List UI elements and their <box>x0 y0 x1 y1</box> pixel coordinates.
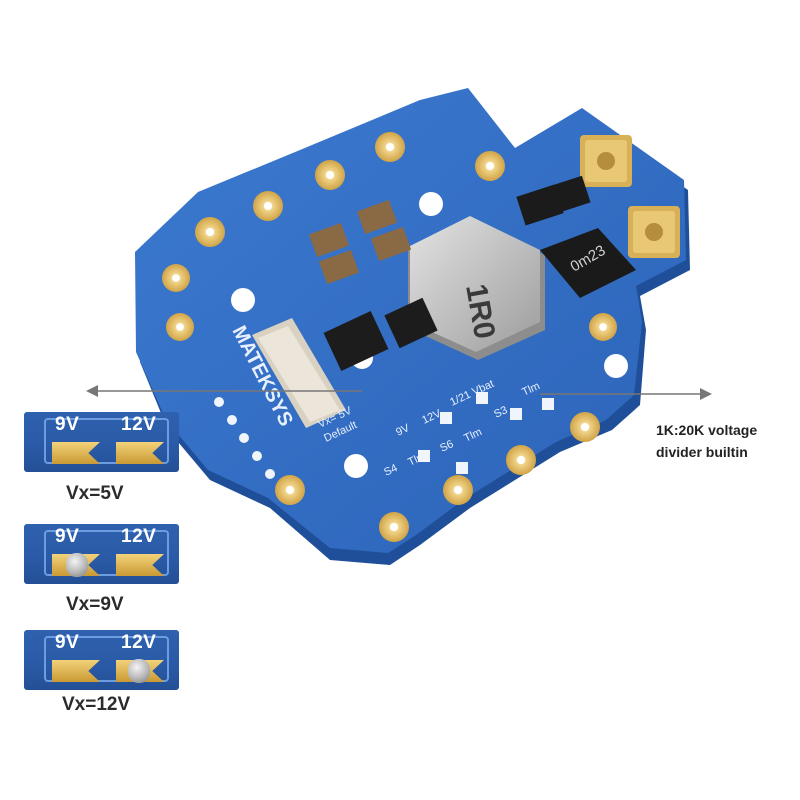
signal-pads <box>214 392 554 479</box>
jst-connector <box>252 318 346 428</box>
jumper-card-12v: 9V 12V <box>24 630 179 690</box>
svg-text:9V: 9V <box>394 422 412 439</box>
ic-chips: 0m23 <box>323 175 636 372</box>
solder-blob <box>66 553 88 577</box>
caption-vx-12v: Vx=12V <box>62 694 131 715</box>
pointer-lines <box>86 385 712 400</box>
label-9v: 9V <box>55 414 80 435</box>
capacitors <box>308 199 412 285</box>
solder-blob <box>128 659 150 683</box>
jumper-card-5v: 9V 12V <box>24 412 179 472</box>
power-pads <box>580 135 680 258</box>
svg-text:S4: S4 <box>382 462 399 479</box>
caption-vx-9v: Vx=9V <box>66 594 124 615</box>
label-12v: 12V <box>121 526 157 547</box>
solder-pads <box>162 132 617 542</box>
jumper-card-9v: 9V 12V <box>24 524 179 584</box>
annotation-line1: 1K:20K voltage <box>656 422 758 438</box>
svg-text:S3: S3 <box>492 404 509 421</box>
label-9v: 9V <box>55 526 80 547</box>
svg-text:S6: S6 <box>438 438 455 455</box>
label-12v: 12V <box>121 414 157 435</box>
label-9v: 9V <box>55 632 80 653</box>
inductor: 1R0 <box>408 216 545 360</box>
caption-vx-5v: Vx=5V <box>66 483 124 504</box>
label-12v: 12V <box>121 632 157 653</box>
annotation-line2: divider builtin <box>656 444 748 460</box>
